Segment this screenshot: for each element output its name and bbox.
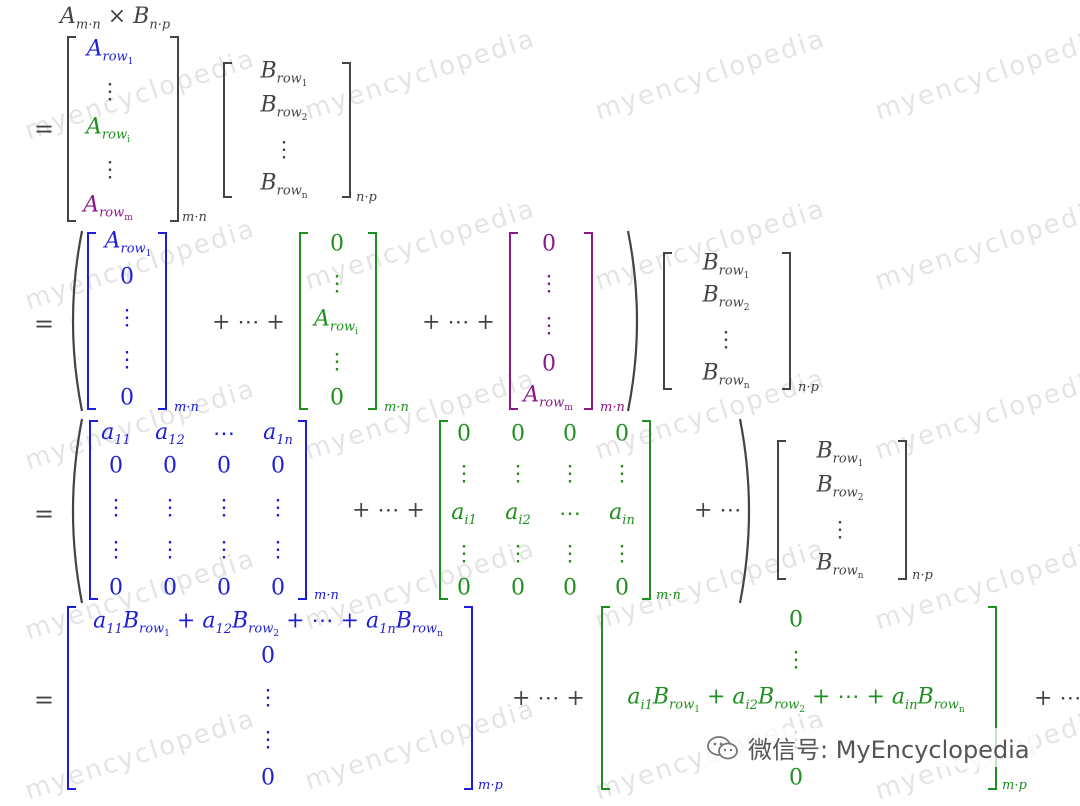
plus-dots: + ⋯ + xyxy=(352,498,425,523)
dim-label: m·n xyxy=(384,400,409,415)
bracket-left xyxy=(87,232,96,410)
header-a: A xyxy=(60,4,76,29)
bracket-left xyxy=(509,232,518,410)
paren-right xyxy=(738,418,751,604)
watermark: myencyclopedia xyxy=(871,193,1080,297)
bracket-right xyxy=(158,232,167,410)
bracket-right xyxy=(898,440,907,580)
watermark: myencyclopedia xyxy=(871,23,1080,127)
dim-label: n·p xyxy=(798,380,819,395)
bracket-left xyxy=(777,440,786,580)
plus-dots: + ⋯ xyxy=(694,498,742,523)
bracket-left xyxy=(439,420,448,600)
bracket-right xyxy=(368,232,377,410)
header-b-sub: n·p xyxy=(149,17,171,33)
header-b: B xyxy=(133,4,150,29)
bracket-right xyxy=(342,62,351,198)
bracket-left xyxy=(299,232,308,410)
formula-header: Am·n × Bn·p xyxy=(60,4,170,32)
wechat-footer: 微信号: MyEncyclopedia xyxy=(700,728,1036,767)
dim-label: m·n xyxy=(174,400,199,415)
equals-sign: = xyxy=(34,310,55,338)
bracket-left xyxy=(67,36,76,222)
equals-sign: = xyxy=(34,500,55,528)
dim-label: m·n xyxy=(600,400,625,415)
bracket-left xyxy=(663,252,672,390)
watermark: myencyclopedia xyxy=(591,23,830,127)
dim-label: n·p xyxy=(356,190,377,205)
times-sign: × xyxy=(107,4,127,29)
wechat-icon xyxy=(707,735,738,759)
dim-label: m·n xyxy=(656,588,681,603)
plus-dots: + ⋯ + xyxy=(512,686,585,711)
header-a-sub: m·n xyxy=(75,17,101,33)
equals-sign: = xyxy=(34,686,55,714)
watermark: myencyclopedia xyxy=(301,693,540,797)
dim-label: m·p xyxy=(1002,778,1027,793)
bracket-left xyxy=(67,606,76,790)
bracket-right xyxy=(170,36,179,222)
watermark: myencyclopedia xyxy=(21,703,260,806)
bracket-right xyxy=(584,232,593,410)
dim-label: m·n xyxy=(182,210,207,225)
equals-sign: = xyxy=(34,115,55,143)
dim-label: m·p xyxy=(478,778,503,793)
wechat-id-text: 微信号: MyEncyclopedia xyxy=(748,736,1030,764)
dim-label: n·p xyxy=(912,568,933,583)
dim-label: m·n xyxy=(314,588,339,603)
paren-right xyxy=(626,230,639,412)
bracket-right xyxy=(298,420,307,600)
bracket-right xyxy=(988,606,997,790)
bracket-left xyxy=(601,606,610,790)
bracket-left xyxy=(89,420,98,600)
bracket-right xyxy=(642,420,651,600)
bracket-right xyxy=(782,252,791,390)
watermark: myencyclopedia xyxy=(301,363,540,467)
paren-left xyxy=(71,230,84,412)
plus-dots: + ⋯ + xyxy=(212,310,285,335)
paren-left xyxy=(71,418,84,604)
watermark: myencyclopedia xyxy=(301,23,540,127)
plus-dots: + ⋯ xyxy=(1034,686,1080,711)
bracket-right xyxy=(464,606,473,790)
bracket-left xyxy=(223,62,232,198)
plus-dots: + ⋯ + xyxy=(422,310,495,335)
